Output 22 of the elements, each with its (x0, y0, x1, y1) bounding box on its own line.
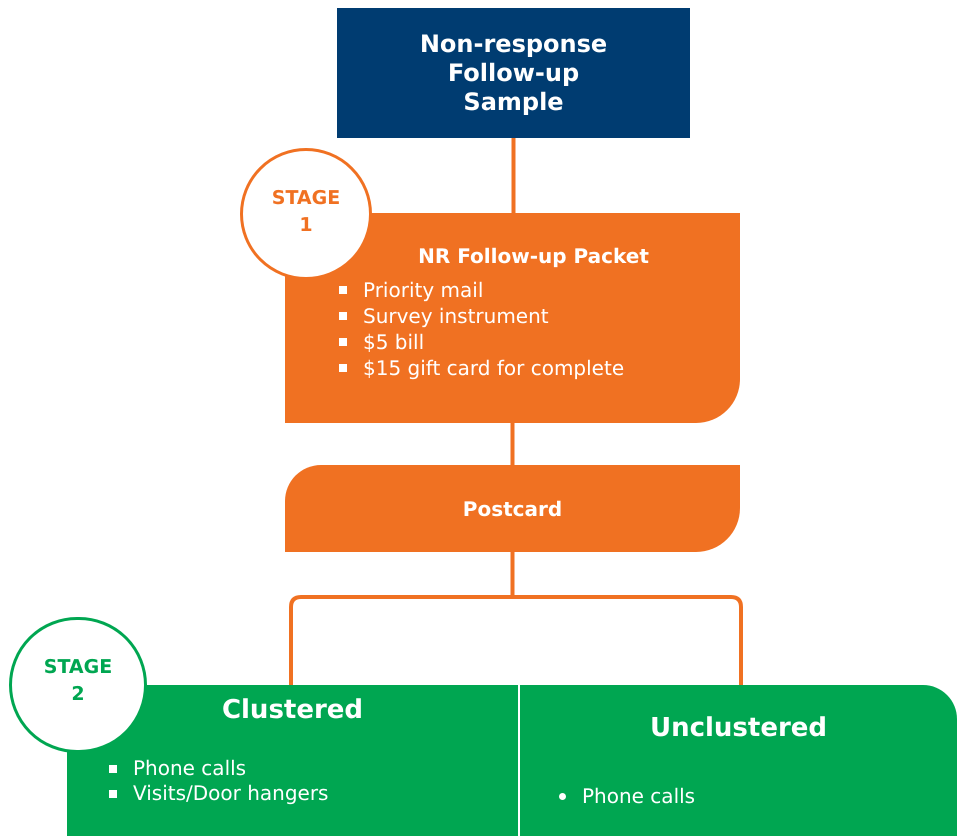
category-box (67, 685, 518, 836)
node-title: NR Follow-up Packet (417, 243, 650, 270)
connector-line (510, 423, 514, 465)
process-box (337, 8, 690, 138)
node-title: Clustered (220, 694, 364, 727)
bullet-item: $15 gift card for complete (363, 355, 624, 381)
node-title: Postcard (462, 496, 562, 522)
bullet-item: $5 bill (363, 329, 424, 355)
process-box (285, 465, 740, 552)
bullet-item: Phone calls (133, 756, 246, 781)
bullet-item: Survey instrument (363, 303, 549, 329)
process-box (285, 213, 740, 423)
node-title: Non-response Follow-up Sample (418, 30, 608, 116)
node-title: STAGE 2 (42, 655, 114, 707)
bullet-item: Phone calls (582, 784, 696, 809)
node-title: Unclustered (648, 712, 828, 745)
category-box (520, 685, 957, 836)
bullet-item: Visits/Door hangers (133, 781, 328, 806)
node-title: STAGE 1 (270, 186, 342, 238)
connector-line (512, 138, 516, 213)
connector-line (510, 552, 743, 685)
bullet-item: Priority mail (363, 277, 484, 303)
